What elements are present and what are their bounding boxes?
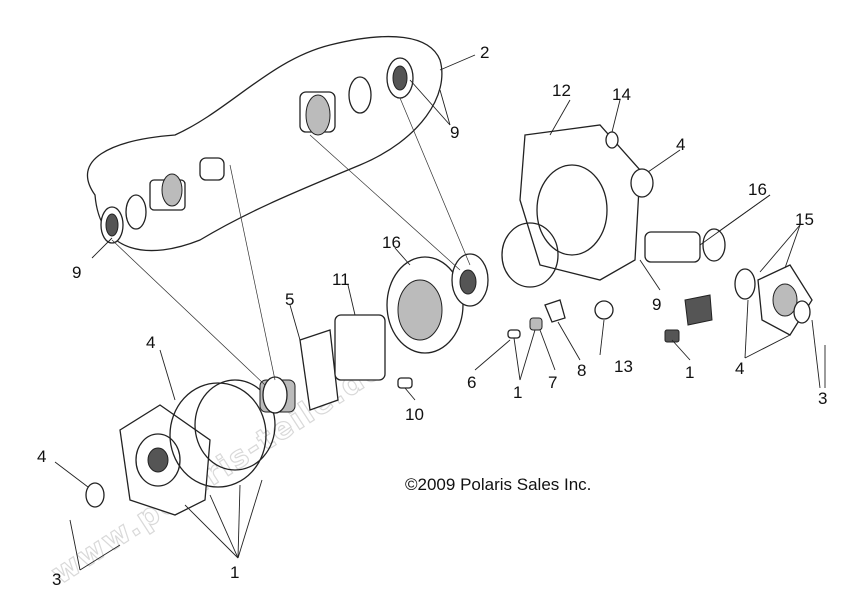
callout-13: 13 bbox=[614, 357, 633, 376]
main-housing bbox=[501, 124, 654, 320]
callout-4-right-lower: 4 bbox=[735, 359, 744, 378]
callout-5: 5 bbox=[285, 290, 294, 309]
callout-4-right: 4 bbox=[676, 135, 685, 154]
callout-11: 11 bbox=[332, 270, 350, 289]
callout-1-bottom: 1 bbox=[230, 563, 239, 582]
callout-12: 12 bbox=[552, 81, 571, 100]
callout-15: 15 bbox=[795, 210, 814, 229]
callout-1-center: 1 bbox=[513, 383, 522, 402]
callout-9-top: 9 bbox=[450, 123, 459, 142]
callout-3-left: 3 bbox=[52, 570, 61, 589]
callout-1-right: 1 bbox=[685, 363, 694, 382]
left-cover-assembly bbox=[85, 329, 339, 516]
watermark-text: www.polaris-teile.de bbox=[45, 350, 391, 591]
center-gear-assembly bbox=[334, 253, 566, 389]
callout-3-right: 3 bbox=[818, 389, 827, 408]
callout-2: 2 bbox=[480, 43, 489, 62]
callout-9-right: 9 bbox=[652, 295, 661, 314]
copyright-notice: ©2009 Polaris Sales Inc. bbox=[405, 475, 591, 494]
callout-16-center: 16 bbox=[382, 233, 401, 252]
callout-6: 6 bbox=[467, 373, 476, 392]
callout-labels: 2 9 9 12 14 4 16 15 16 11 5 4 9 1 4 3 13… bbox=[37, 43, 827, 589]
leader-lines bbox=[54, 54, 826, 571]
callout-4-left-lower: 4 bbox=[37, 447, 46, 466]
callout-14: 14 bbox=[612, 85, 631, 104]
callout-7: 7 bbox=[548, 373, 557, 392]
callout-4-left-upper: 4 bbox=[146, 333, 155, 352]
callout-16-right: 16 bbox=[748, 180, 767, 199]
right-output-assembly bbox=[644, 228, 813, 343]
callout-8: 8 bbox=[577, 361, 586, 380]
inset-parts bbox=[100, 57, 414, 244]
callout-10: 10 bbox=[405, 405, 424, 424]
callout-9-left: 9 bbox=[72, 263, 81, 282]
inset-group-outline bbox=[86, 36, 443, 252]
